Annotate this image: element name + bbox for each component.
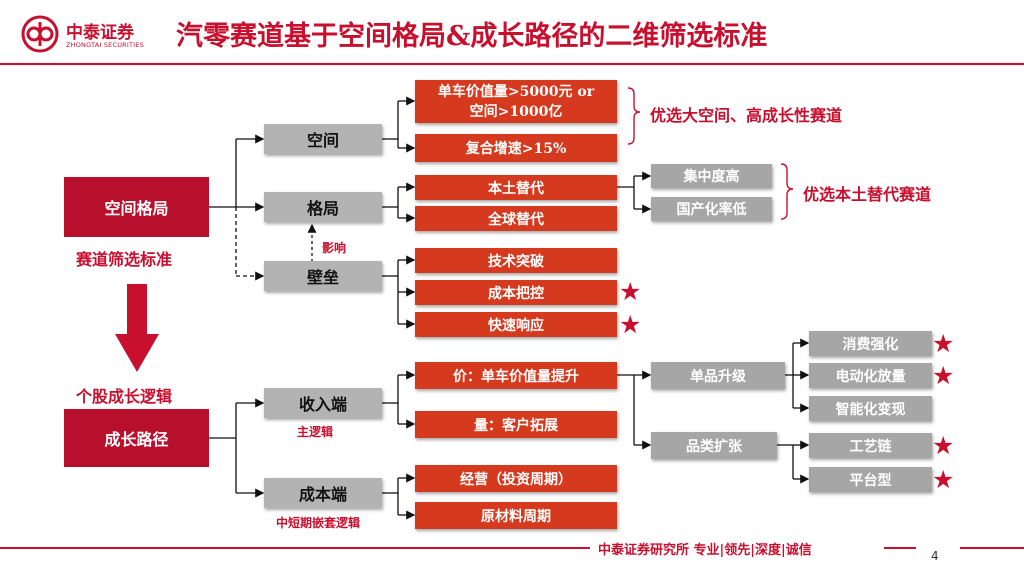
nested-logic-label: 中短期嵌套逻辑: [276, 516, 361, 530]
consumer-box: 消费强化: [809, 331, 932, 356]
value-threshold-line2: 空间>1000亿: [469, 103, 563, 120]
space-pattern-box: 空间格局: [64, 177, 209, 237]
cost-control-box: 成本把控: [415, 280, 617, 305]
star-icon: ★: [932, 431, 955, 460]
operation-box: 经营（投资周期）: [415, 465, 617, 492]
header-divider: [0, 63, 1024, 65]
logo-text: 中泰证券: [66, 23, 134, 43]
concentration-box: 集中度高: [651, 164, 772, 188]
star-icon: ★: [932, 329, 955, 358]
page-title: 汽零赛道基于空间格局&成长路径的二维筛选标准: [176, 21, 768, 52]
value-threshold-line1: 单车价值量>5000元 or: [437, 83, 595, 100]
global-substitution-box: 全球替代: [415, 206, 617, 231]
platform-box: 平台型: [809, 467, 932, 492]
category-expand-box: 品类扩张: [651, 432, 777, 459]
barrier-box: 壁垒: [264, 261, 382, 291]
main-logic-label: 主逻辑: [297, 425, 334, 439]
electric-box: 电动化放量: [809, 363, 932, 388]
star-icon: ★: [932, 465, 955, 494]
price-box: 价：单车价值量提升: [415, 362, 617, 389]
product-upgrade-box: 单品升级: [651, 362, 785, 389]
space-track-annotation: 优选大空间、高成长性赛道: [650, 106, 843, 125]
company-logo: 中泰证券 ZHONGTAI SECURITIES: [20, 14, 170, 58]
domestic-track-annotation: 优选本土替代赛道: [803, 185, 932, 204]
growth-path-box: 成长路径: [64, 409, 209, 467]
tech-breakthrough-box: 技术突破: [415, 248, 617, 273]
volume-box: 量：客户拓展: [415, 411, 617, 438]
criteria-label: 赛道筛选标准: [76, 250, 173, 269]
process-chain-box: 工艺链: [809, 433, 932, 458]
value-threshold-box: 单车价值量>5000元 or 空间>1000亿: [415, 80, 617, 123]
logo-mark-icon: [21, 15, 59, 53]
logo-subtext: ZHONGTAI SECURITIES: [66, 41, 144, 49]
localization-box: 国产化率低: [651, 197, 772, 221]
space-box: 空间: [264, 124, 382, 154]
domestic-substitution-box: 本土替代: [415, 175, 617, 200]
star-icon: ★: [619, 310, 642, 339]
fast-response-box: 快速响应: [415, 312, 617, 337]
footer-text: 中泰证券研究所 专业|领先|深度|诚信: [598, 543, 812, 558]
revenue-box: 收入端: [264, 388, 382, 418]
smart-box: 智能化变现: [809, 396, 932, 421]
star-icon: ★: [619, 277, 642, 306]
material-cycle-box: 原材料周期: [415, 502, 617, 529]
logic-label: 个股成长逻辑: [76, 387, 173, 406]
page-number: 4: [931, 549, 939, 563]
star-icon: ★: [932, 361, 955, 390]
cost-box: 成本端: [264, 478, 382, 508]
cagr-box: 复合增速>15%: [415, 134, 617, 162]
influence-label: 影响: [322, 241, 347, 255]
pattern-box: 格局: [264, 192, 382, 222]
